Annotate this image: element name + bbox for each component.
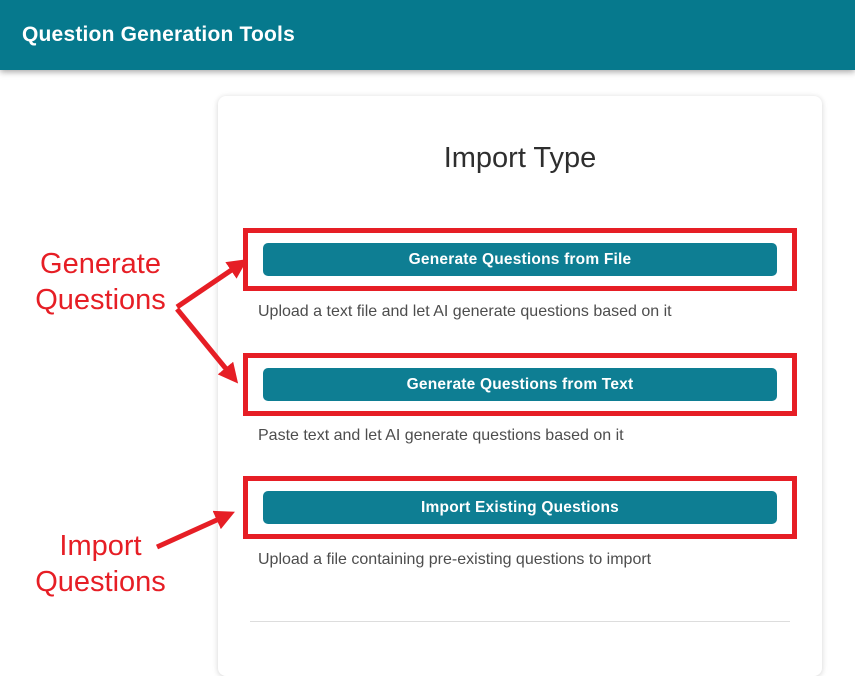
callout-line: Generate <box>40 248 161 280</box>
generate-from-file-description: Upload a text file and let AI generate q… <box>258 303 672 320</box>
generate-questions-from-file-button[interactable]: Generate Questions from File <box>263 243 777 276</box>
callout-line: Questions <box>35 284 166 316</box>
generate-questions-callout-label: Generate Questions <box>18 246 183 318</box>
page-title: Question Generation Tools <box>22 23 295 46</box>
callout-line: Import <box>59 530 142 562</box>
generate-from-text-description: Paste text and let AI generate questions… <box>258 427 624 444</box>
annotation-box-generate-file: Generate Questions from File <box>243 228 797 291</box>
app-header: Question Generation Tools <box>0 0 855 70</box>
import-questions-callout-label: Import Questions <box>18 528 183 600</box>
import-existing-description: Upload a file containing pre-existing qu… <box>258 551 652 568</box>
import-type-card: Import Type Generate Questions from File… <box>218 96 822 676</box>
card-title: Import Type <box>443 142 597 174</box>
import-existing-questions-button[interactable]: Import Existing Questions <box>263 491 777 524</box>
generate-questions-from-text-button[interactable]: Generate Questions from Text <box>263 368 777 401</box>
annotation-box-generate-text: Generate Questions from Text <box>243 353 797 416</box>
card-divider <box>250 621 790 622</box>
annotation-box-import-existing: Import Existing Questions <box>243 476 797 539</box>
callout-line: Questions <box>35 566 166 598</box>
